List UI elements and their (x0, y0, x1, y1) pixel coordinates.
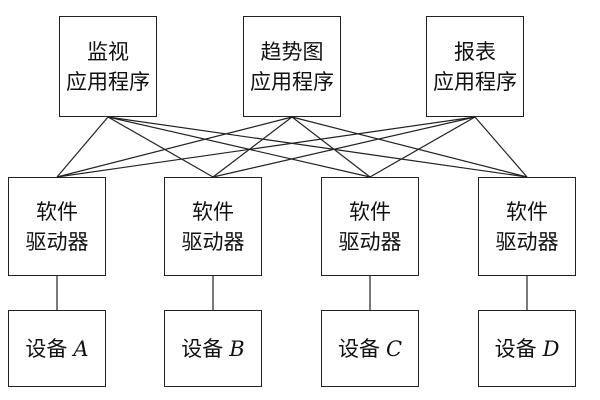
driver-box-2-line1: 软件 (192, 199, 234, 224)
app-box-trend-line1: 趋势图 (260, 39, 324, 64)
driver-box-4-line1: 软件 (506, 199, 548, 224)
device-box-d: 设备 D (478, 310, 576, 387)
driver-box-1-line1: 软件 (36, 199, 78, 224)
device-a-prefix: 设备 (25, 336, 68, 361)
link-app3-drv2 (212, 116, 476, 178)
app-box-monitor-line2: 应用程序 (66, 69, 150, 94)
device-b-prefix: 设备 (181, 336, 224, 361)
link-app3-drv1 (56, 116, 476, 178)
app-box-trend-line2: 应用程序 (250, 69, 334, 94)
app-box-report-line1: 报表 (454, 39, 496, 64)
driver-box-3-line1: 软件 (349, 199, 391, 224)
device-b-letter: B (229, 336, 245, 361)
driver-box-2-line2: 驱动器 (181, 229, 245, 254)
app-box-report: 报表 应用程序 (426, 16, 524, 117)
link-app1-drv2 (107, 116, 214, 178)
link-app2-drv3 (291, 116, 371, 178)
driver-box-1: 软件 驱动器 (8, 177, 106, 276)
device-a-letter: A (73, 336, 89, 361)
driver-box-3: 软件 驱动器 (321, 177, 419, 276)
device-box-c: 设备 C (321, 310, 419, 387)
device-c-letter: C (385, 336, 403, 361)
app-box-monitor: 监视 应用程序 (59, 16, 157, 117)
app-box-report-line2: 应用程序 (433, 69, 517, 94)
driver-box-3-line2: 驱动器 (338, 229, 402, 254)
link-app1-drv4 (107, 116, 528, 178)
device-c-prefix: 设备 (337, 336, 380, 361)
driver-box-1-line2: 驱动器 (25, 229, 89, 254)
device-box-a: 设备 A (8, 310, 106, 387)
device-box-b: 设备 B (164, 310, 262, 387)
link-app2-drv1 (56, 116, 293, 178)
device-d-prefix: 设备 (494, 336, 537, 361)
device-d-letter: D (542, 336, 560, 361)
link-app1-drv3 (107, 116, 371, 178)
app-box-monitor-line1: 监视 (87, 39, 129, 64)
link-app2-drv2 (212, 116, 293, 178)
link-app1-drv1 (56, 116, 109, 178)
link-app3-drv4 (474, 116, 528, 178)
link-app3-drv3 (369, 116, 476, 178)
driver-box-4: 软件 驱动器 (478, 177, 576, 276)
app-box-trend: 趋势图 应用程序 (243, 16, 341, 117)
link-app2-drv4 (291, 116, 528, 178)
driver-box-4-line2: 驱动器 (495, 229, 559, 254)
driver-box-2: 软件 驱动器 (164, 177, 262, 276)
